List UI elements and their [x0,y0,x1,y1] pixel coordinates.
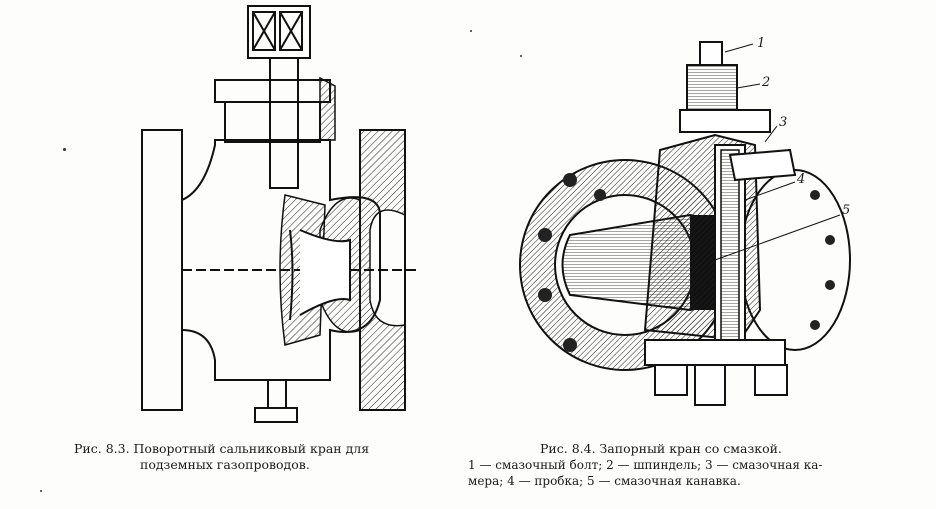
scan-speck [520,55,522,57]
scan-speck [63,148,66,151]
callout-1: 1 [757,36,766,51]
callout-5: 5 [842,203,851,218]
figure-8-4-caption: Рис. 8.4. Запорный кран со смазкой. 1 — … [468,441,918,489]
caption-line: подземных газопроводов. [140,457,310,472]
legend-line: мера; 4 — пробка; 5 — смазочная канавка. [468,474,741,488]
figure-8-3-drawing [141,5,420,423]
figure-8-3-caption: Рис. 8.3. Поворотный сальниковый кран дл… [74,441,434,473]
figure-8-4-drawing [519,41,851,406]
callout-2: 2 [762,75,771,90]
scan-speck [40,490,42,492]
legend-line: 1 — смазочный болт; 2 — шпиндель; 3 — см… [468,458,823,472]
caption-line: Рис. 8.3. Поворотный сальниковый кран дл… [74,441,370,456]
caption-title: Рис. 8.4. Запорный кран со смазкой. [540,441,782,456]
scan-speck [470,30,472,32]
callout-3: 3 [779,115,788,130]
callout-4: 4 [797,172,806,187]
